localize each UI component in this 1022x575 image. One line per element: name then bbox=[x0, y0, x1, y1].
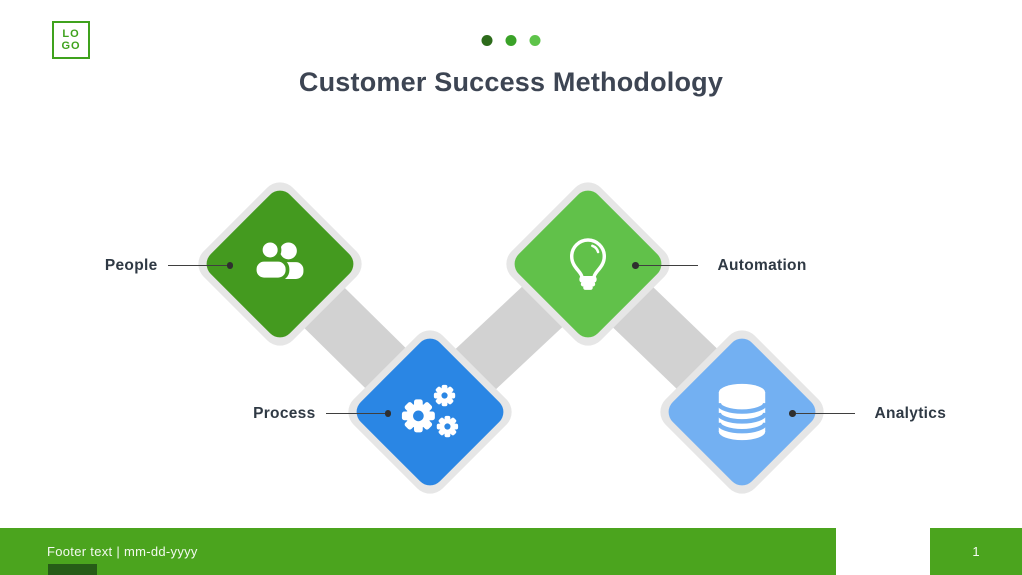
label-people-text: People bbox=[104, 256, 158, 274]
label-process-text: Process bbox=[253, 404, 316, 422]
lightbulb-icon bbox=[565, 236, 611, 292]
label-automation-dot bbox=[632, 262, 639, 269]
label-process-line bbox=[325, 412, 385, 415]
logo-text: LO GO bbox=[61, 28, 80, 52]
label-people-dot bbox=[226, 262, 233, 269]
progress-dot-1 bbox=[481, 35, 493, 46]
logo-line-2: GO bbox=[61, 40, 81, 52]
label-automation-line bbox=[638, 264, 698, 267]
label-automation-text: Automation bbox=[717, 256, 807, 274]
footer-text: Footer text | mm-dd-yyyy bbox=[47, 544, 198, 559]
label-process-dot bbox=[384, 410, 391, 417]
label-analytics-dot bbox=[789, 410, 796, 417]
database-icon bbox=[717, 383, 767, 442]
label-analytics-text: Analytics bbox=[874, 404, 947, 422]
progress-dot-3 bbox=[529, 35, 541, 46]
progress-dot-2 bbox=[505, 35, 517, 46]
gears-icon bbox=[399, 381, 461, 443]
label-people: People bbox=[105, 257, 233, 274]
label-analytics: Analytics bbox=[789, 405, 946, 422]
label-analytics-line bbox=[795, 412, 855, 415]
logo: LO GO bbox=[52, 21, 90, 59]
people-icon bbox=[250, 240, 310, 288]
progress-dots bbox=[481, 35, 541, 46]
page-number-box: 1 bbox=[930, 528, 1022, 575]
footer-accent-tab bbox=[48, 564, 97, 575]
logo-line-1: LO bbox=[62, 28, 80, 40]
page-number: 1 bbox=[972, 544, 980, 559]
footer-bar: Footer text | mm-dd-yyyy bbox=[0, 528, 836, 575]
label-process: Process bbox=[253, 405, 391, 422]
page-title: Customer Success Methodology bbox=[298, 67, 724, 97]
label-people-line bbox=[167, 264, 227, 267]
label-automation: Automation bbox=[632, 257, 807, 274]
